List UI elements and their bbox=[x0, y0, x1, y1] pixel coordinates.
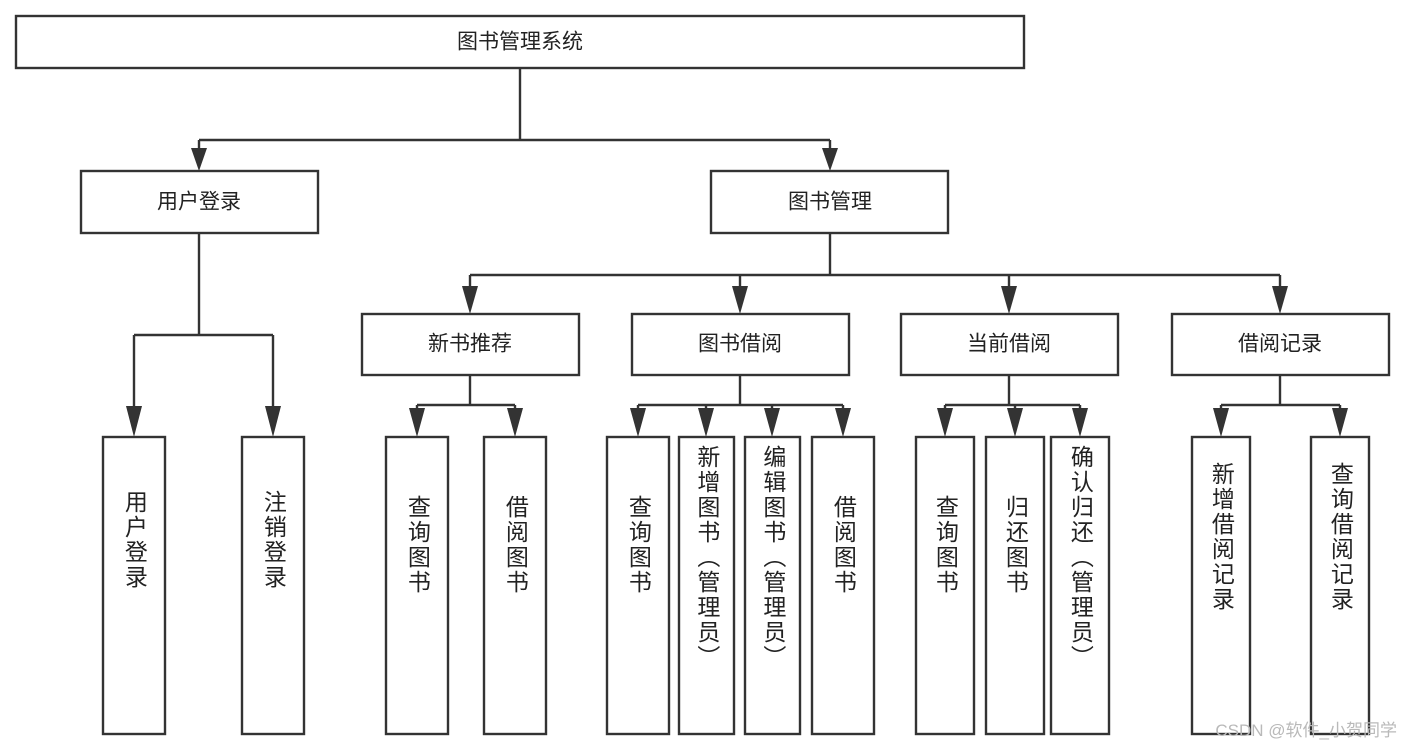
node-user-login[interactable]: 用户登录 bbox=[79, 169, 320, 235]
connector-group-new-book-rec-to-leaves bbox=[409, 375, 523, 437]
arrow-head-br-add bbox=[1213, 408, 1229, 437]
node-book-borrow-label: 图书借阅 bbox=[698, 333, 782, 356]
arrow-head-book-borrow bbox=[732, 286, 748, 314]
leaf-box-bb-add-book[interactable] bbox=[677, 435, 736, 736]
arrow-head-current-borrow bbox=[1001, 286, 1017, 314]
arrow-head-nbr-query bbox=[409, 408, 425, 437]
node-root-box[interactable] bbox=[14, 14, 1026, 70]
arrow-head-bb-add bbox=[698, 408, 714, 437]
node-root-label: 图书管理系统 bbox=[457, 31, 583, 54]
connector-group-borrow-record-to-leaves bbox=[1213, 375, 1348, 437]
connector-group-book-mgmt-to-level3 bbox=[462, 233, 1288, 314]
node-new-book-recommend-box[interactable] bbox=[360, 312, 581, 377]
leaf-box-br-query-record[interactable] bbox=[1309, 435, 1371, 736]
arrow-head-leaf-user-login bbox=[126, 406, 142, 437]
arrow-head-book-mgmt bbox=[822, 148, 838, 171]
arrow-head-user-login bbox=[191, 148, 207, 171]
arrow-head-nbr-borrow bbox=[507, 408, 523, 437]
arrow-head-new-book-rec bbox=[462, 286, 478, 314]
leaf-box-cb-confirm-return[interactable] bbox=[1049, 435, 1111, 736]
arrow-head-br-query bbox=[1332, 408, 1348, 437]
node-user-login-box[interactable] bbox=[79, 169, 320, 235]
leaf-box-bb-query-book[interactable] bbox=[605, 435, 671, 736]
leaf-box-nbr-borrow-book[interactable] bbox=[482, 435, 548, 736]
node-book-management-label: 图书管理 bbox=[788, 191, 872, 214]
leaf-box-logout[interactable] bbox=[240, 435, 306, 736]
node-borrow-record-box[interactable] bbox=[1170, 312, 1391, 377]
leaf-box-user-login[interactable] bbox=[101, 435, 167, 736]
node-new-book-recommend-label: 新书推荐 bbox=[428, 333, 512, 356]
node-book-borrow[interactable]: 图书借阅 bbox=[630, 312, 851, 377]
node-book-management[interactable]: 图书管理 bbox=[709, 169, 950, 235]
leaf-box-bb-edit-book[interactable] bbox=[743, 435, 802, 736]
connector-group-root-to-level2 bbox=[191, 68, 838, 171]
node-current-borrow[interactable]: 当前借阅 bbox=[899, 312, 1120, 377]
connector-group-current-borrow-to-leaves bbox=[937, 375, 1088, 437]
leaf-box-br-add-record[interactable] bbox=[1190, 435, 1252, 736]
node-book-management-box[interactable] bbox=[709, 169, 950, 235]
leaf-box-cb-return-book[interactable] bbox=[984, 435, 1046, 736]
node-new-book-recommend[interactable]: 新书推荐 bbox=[360, 312, 581, 377]
arrow-head-cb-confirm bbox=[1072, 408, 1088, 437]
arrow-head-bb-edit bbox=[764, 408, 780, 437]
arrow-head-leaf-logout bbox=[265, 406, 281, 437]
node-current-borrow-box[interactable] bbox=[899, 312, 1120, 377]
arrow-head-bb-borrow bbox=[835, 408, 851, 437]
arrow-head-cb-query bbox=[937, 408, 953, 437]
node-borrow-record[interactable]: 借阅记录 bbox=[1170, 312, 1391, 377]
node-root-book-management-system[interactable]: 图书管理系统 bbox=[14, 14, 1026, 70]
leaf-box-bb-borrow-book[interactable] bbox=[810, 435, 876, 736]
node-user-login-label: 用户登录 bbox=[157, 191, 241, 214]
node-book-borrow-box[interactable] bbox=[630, 312, 851, 377]
leaf-box-cb-query-book[interactable] bbox=[914, 435, 976, 736]
arrow-head-borrow-record bbox=[1272, 286, 1288, 314]
arrow-head-bb-query bbox=[630, 408, 646, 437]
csdn-watermark: CSDN @软件_小贺同学 bbox=[1215, 721, 1397, 740]
leaf-box-nbr-query-book[interactable] bbox=[384, 435, 450, 736]
connector-group-user-login-to-leaves bbox=[126, 233, 281, 437]
node-borrow-record-label: 借阅记录 bbox=[1238, 333, 1322, 356]
arrow-head-cb-return bbox=[1007, 408, 1023, 437]
node-current-borrow-label: 当前借阅 bbox=[967, 333, 1051, 356]
connector-group-book-borrow-to-leaves bbox=[630, 375, 851, 437]
